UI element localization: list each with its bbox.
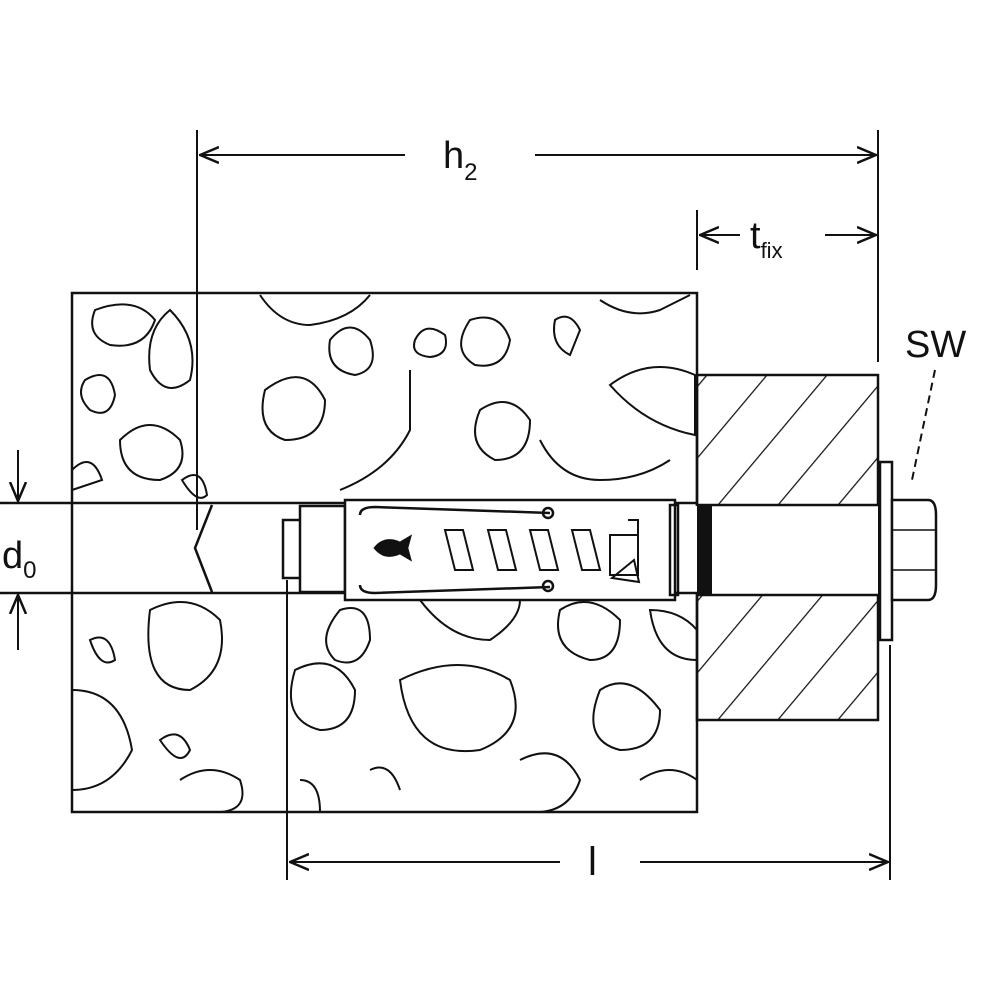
tfix-label: tfix [750,215,783,263]
d0-label: d0 [2,535,37,584]
anchor-bolt [281,460,938,642]
sw-label: SW [905,324,966,366]
dimension-lines [18,130,936,880]
washer [878,460,894,642]
hex-nut [890,498,938,602]
aggregate-stones [71,294,698,813]
h2-label: h2 [443,135,478,186]
fish-logo-icon [373,534,413,562]
l-label: l [588,840,597,884]
